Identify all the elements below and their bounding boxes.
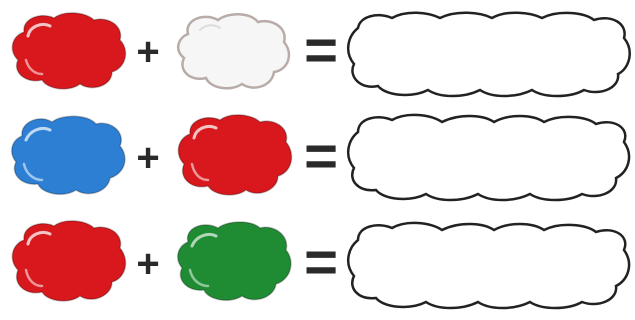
equals-sign: = [303, 128, 339, 186]
answer-box [344, 110, 632, 204]
plus-sign: + [133, 32, 163, 72]
answer-box [344, 218, 632, 312]
red-paint-blob [8, 218, 130, 304]
red-paint-blob [8, 10, 130, 92]
mix-row-3: + = [0, 214, 635, 314]
mix-row-2: + = [0, 108, 635, 208]
plus-sign: + [133, 138, 163, 178]
red-paint-blob [174, 112, 296, 198]
white-paint-blob [174, 10, 294, 92]
equals-sign: = [303, 22, 339, 80]
blue-paint-blob [8, 112, 130, 198]
green-paint-blob [174, 218, 296, 304]
equals-sign: = [303, 234, 339, 292]
mix-row-1: + = [0, 4, 635, 104]
plus-sign: + [133, 244, 163, 284]
answer-box [344, 8, 632, 100]
